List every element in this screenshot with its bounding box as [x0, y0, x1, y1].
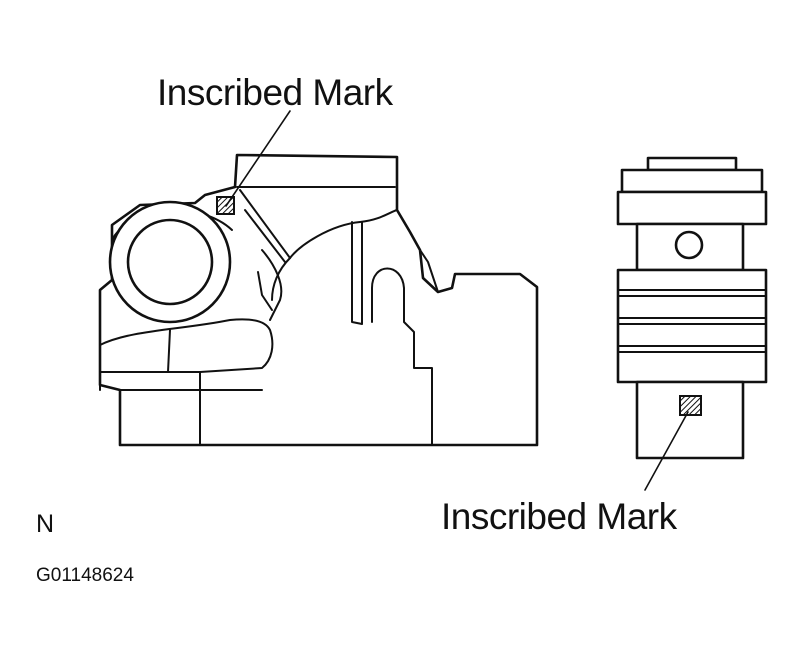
- inscribed-mark-label-top: Inscribed Mark: [157, 72, 393, 113]
- valve-spool: [616, 156, 768, 460]
- inscribed-mark-label-bottom: Inscribed Mark: [441, 496, 677, 537]
- figure-code: G01148624: [36, 565, 134, 586]
- inscribed-mark-square-bottom: [679, 395, 702, 416]
- view-letter: N: [36, 510, 55, 538]
- valve-body: [98, 153, 539, 447]
- leader-line-bottom: [644, 411, 689, 491]
- leader-line-top: [225, 110, 291, 207]
